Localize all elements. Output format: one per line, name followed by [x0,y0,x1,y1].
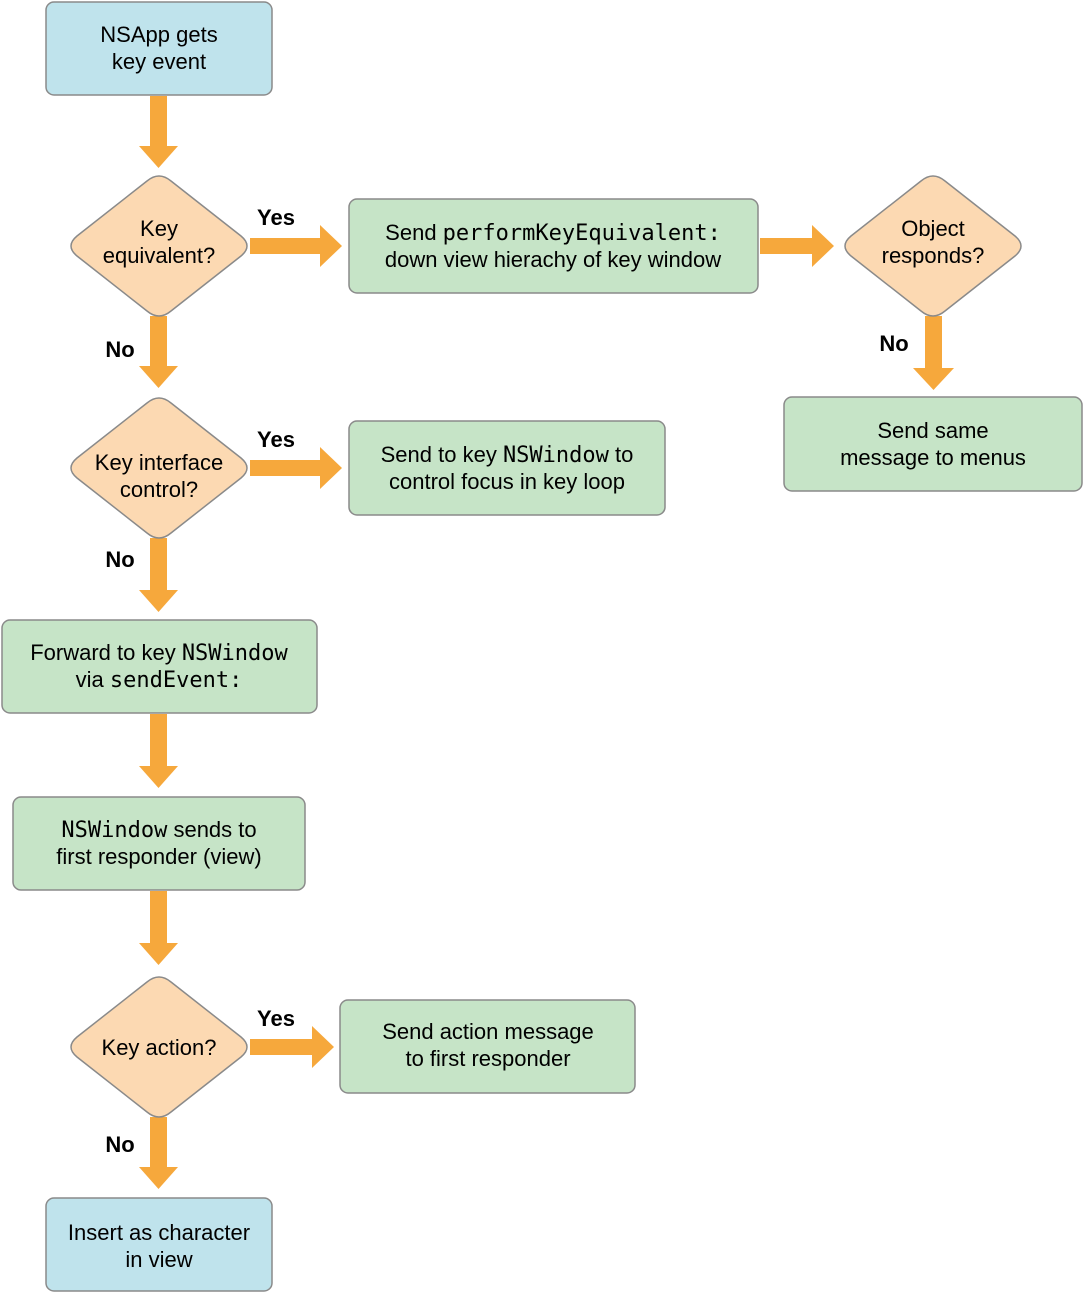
arrow-object-responds-no [913,316,954,390]
arrow-perform-to-object-responds [760,225,834,267]
node-forward-to-key-window-line1: Forward to key NSWindow [30,640,288,666]
decision-object-responds: Object responds? [844,175,1022,317]
decision-key-interface-control-line1: Key interface [95,450,223,475]
node-send-perform-key-equivalent-line1: Send performKeyEquivalent: [385,220,721,246]
node-forward-prefix: Forward to key [30,640,182,665]
decision-object-responds-line1: Object [901,216,965,241]
node-insert-character-line1: Insert as character [68,1220,250,1245]
arrow-key-equivalent-no [139,316,178,388]
arrow-window-sends-to-key-action [139,891,178,965]
node-send-action-message-line2: to first responder [405,1046,570,1071]
arrow-forward-to-window-sends [139,714,178,788]
label-key-interface-no: No [105,547,134,572]
decision-key-action-line1: Key action? [102,1035,217,1060]
node-send-action-message-line1: Send action message [382,1019,594,1044]
node-send-to-menus: Send same message to menus [783,396,1083,492]
node-forward-line2-prefix: via [76,667,110,692]
node-insert-character: Insert as character in view [45,1197,273,1292]
node-send-to-key-window: Send to key NSWindow to control focus in… [348,420,666,516]
decision-key-equivalent: Key equivalent? [70,175,248,317]
arrow-key-interface-yes [250,447,342,489]
node-send-to-key-window-line2: control focus in key loop [389,469,625,494]
node-forward-line2-code: sendEvent: [110,668,242,693]
decision-object-responds-line2: responds? [882,243,985,268]
node-window-sends-line2: first responder (view) [56,844,261,869]
node-send-to-key-window-code: NSWindow [503,443,610,468]
node-window-sends-first-responder: NSWindow sends to first responder (view) [12,796,306,891]
node-start-line1: NSApp gets [100,22,217,47]
node-forward-to-key-window-line2: via sendEvent: [76,667,243,693]
decision-key-interface-control: Key interface control? [70,397,248,539]
node-forward-to-key-window: Forward to key NSWindow via sendEvent: [1,619,318,714]
label-key-action-no: No [105,1132,134,1157]
node-send-perform-key-equivalent-line2: down view hierachy of key window [385,247,721,272]
node-send-perform-key-equivalent: Send performKeyEquivalent: down view hie… [348,198,759,294]
decision-key-interface-control-line2: control? [120,477,198,502]
node-send-to-menus-line1: Send same [877,418,988,443]
node-send-perform-code: performKeyEquivalent: [443,221,721,246]
node-window-sends-suffix: sends to [167,817,256,842]
decision-key-equivalent-line1: Key [140,216,178,241]
node-window-sends-line1: NSWindow sends to [61,817,256,843]
node-insert-character-line2: in view [125,1247,192,1272]
node-start: NSApp gets key event [45,1,273,96]
node-window-sends-code: NSWindow [61,818,168,843]
label-key-equivalent-no: No [105,337,134,362]
label-object-responds-no: No [879,331,908,356]
node-send-perform-prefix: Send [385,220,443,245]
node-send-to-key-window-line1: Send to key NSWindow to [381,442,634,468]
node-send-to-key-window-suffix: to [609,442,633,467]
node-forward-code: NSWindow [182,641,289,666]
node-send-action-message: Send action message to first responder [339,999,636,1094]
arrow-start-to-key-equivalent [139,96,178,168]
node-send-to-key-window-prefix: Send to key [381,442,503,467]
arrow-key-action-yes [250,1026,334,1068]
arrow-key-interface-no [139,538,178,612]
arrow-key-equivalent-yes [250,225,342,267]
label-key-interface-yes: Yes [257,427,295,452]
decision-key-action: Key action? [70,976,248,1118]
label-key-action-yes: Yes [257,1006,295,1031]
label-key-equivalent-yes: Yes [257,205,295,230]
decision-key-equivalent-line2: equivalent? [103,243,216,268]
node-start-line2: key event [112,49,206,74]
arrow-key-action-no [139,1117,178,1189]
node-send-to-menus-line2: message to menus [840,445,1026,470]
